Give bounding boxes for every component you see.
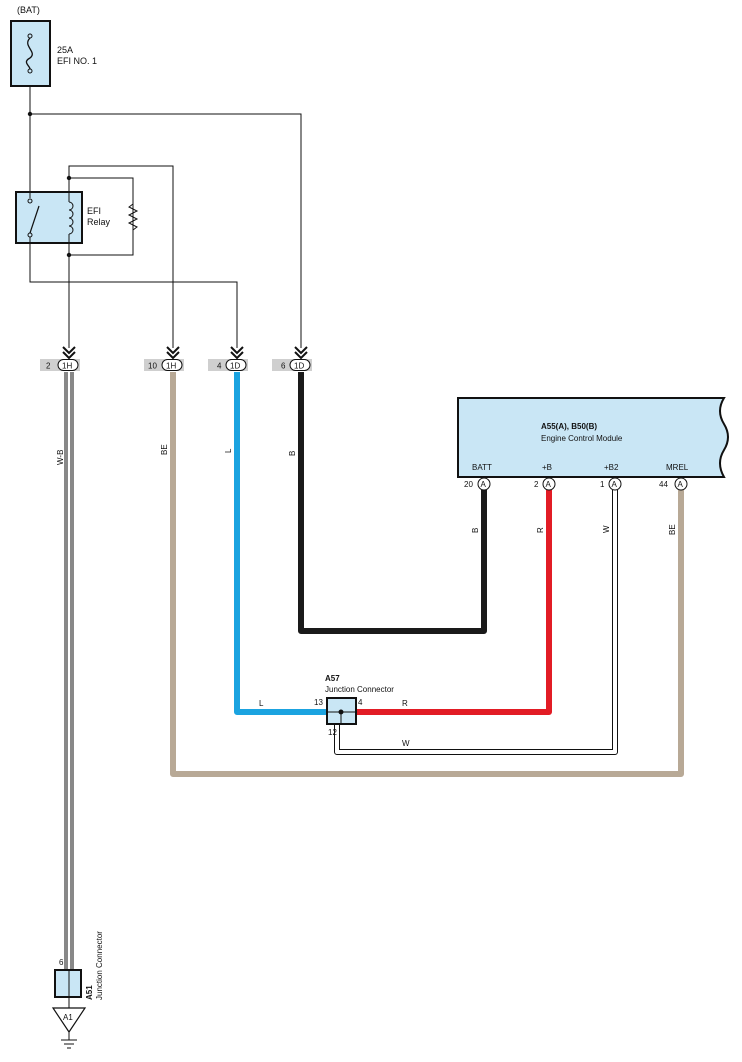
efi-relay-box (15, 191, 83, 244)
terminal-pin: 20 (464, 480, 473, 489)
ecm-id: A55(A), B50(B) (541, 422, 597, 431)
fuse-icon (25, 33, 33, 74)
a57-pin-left: 13 (314, 698, 323, 707)
terminal-conn: A (481, 480, 487, 489)
ecm-terminal-b2: +B2 1 A (600, 463, 622, 491)
connector-1d-4: 4 1D (208, 346, 248, 371)
a51-pin: 6 (59, 958, 64, 967)
terminal-pin: 44 (659, 480, 668, 489)
wire-color-label: B (288, 451, 297, 456)
connector-pin: 10 (148, 362, 157, 371)
wire-color-label: L (259, 699, 264, 708)
ground-triangle (51, 1007, 87, 1034)
wire-color-label: BE (160, 444, 169, 455)
wire-w (334, 490, 618, 755)
connector-code: 1H (62, 362, 72, 371)
junction-dot (66, 175, 72, 181)
connector-code: 1H (166, 362, 176, 371)
terminal-conn: A (678, 480, 684, 489)
wire-color-label: W (602, 525, 611, 533)
connector-code: 1D (294, 362, 304, 371)
ground-icon (61, 1032, 77, 1049)
relay-label-1: EFI (87, 206, 101, 216)
terminal-conn: A (546, 480, 552, 489)
wire-color-label: R (402, 699, 408, 708)
junction-dots (27, 111, 72, 258)
terminal-name: +B (542, 463, 552, 472)
wire-color-label: W (402, 739, 410, 748)
ecm-terminal-mrel: MREL 44 A (659, 463, 689, 491)
terminal-name: BATT (472, 463, 492, 472)
a51-id: A51 (85, 985, 94, 1000)
wire-be (170, 372, 684, 777)
resistor-icon (127, 203, 139, 231)
a57-id: A57 (325, 674, 340, 683)
wire-bat-to-1d-6 (30, 113, 302, 348)
fuse-box (10, 20, 51, 87)
a57-pin-right: 4 (358, 698, 363, 707)
wire-color-label: W-B (56, 450, 65, 465)
terminal-name: MREL (666, 463, 689, 472)
terminal-name: +B2 (604, 463, 619, 472)
relay-switch-icon (27, 192, 40, 243)
connector-1h-2: 2 1H (40, 346, 80, 371)
ecm-terminal-b: +B 2 A (534, 463, 556, 491)
wire-l (234, 372, 327, 715)
a57-junction-icon (327, 709, 356, 724)
connector-pin: 2 (46, 362, 51, 371)
junction-dot (27, 111, 33, 117)
terminal-conn: A (612, 480, 618, 489)
wire-relay-to-1h-10 (68, 165, 174, 348)
fuse-name: EFI NO. 1 (57, 56, 97, 66)
junction-dot (66, 252, 72, 258)
relay-label-2: Relay (87, 217, 111, 227)
connector-pin: 4 (217, 362, 222, 371)
a57-name: Junction Connector (325, 685, 394, 694)
wire-w-b (64, 372, 74, 970)
terminal-pin: 1 (600, 480, 605, 489)
connector-1d-6: 6 1D (272, 346, 312, 371)
wire-color-label: BE (668, 524, 677, 535)
wire-color-label: R (536, 527, 545, 533)
connector-code: 1D (230, 362, 240, 371)
a51-box (54, 969, 82, 998)
a57-pin-bottom: 12 (328, 728, 337, 737)
connector-pin: 6 (281, 362, 286, 371)
wire-color-label: B (471, 528, 480, 533)
relay-coil-icon (68, 192, 74, 243)
wire-relay-switch-to-1d-4 (29, 243, 238, 348)
wire-b (298, 372, 487, 634)
terminal-pin: 2 (534, 480, 539, 489)
ecm-box (457, 397, 729, 478)
ground-label: A1 (63, 1013, 73, 1022)
fuse-rating: 25A (57, 45, 73, 55)
a51-name: Junction Connector (95, 931, 104, 1000)
ecm-name: Engine Control Module (541, 434, 623, 443)
bat-label: (BAT) (17, 5, 40, 15)
ecm-terminal-batt: BATT 20 A (464, 463, 492, 491)
wire-r (356, 490, 552, 715)
connector-1h-10: 10 1H (144, 346, 184, 371)
wire-color-label: L (224, 448, 233, 453)
